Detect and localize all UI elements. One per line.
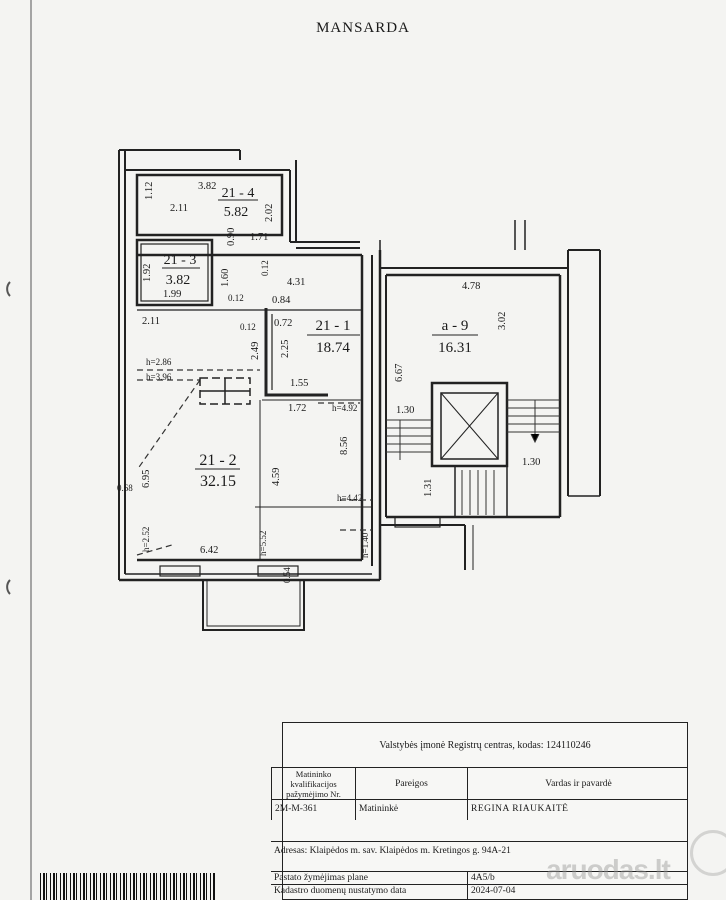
barcode [40, 873, 215, 900]
mark-value: 4A5/b [471, 873, 495, 883]
room-21-1-area: 18.74 [316, 340, 350, 356]
date-row: Kadastro duomenų nustatymo data 2024-07-… [271, 884, 687, 899]
dim-label: 6.67 [394, 364, 405, 382]
plan-title: MANSARDA [316, 20, 410, 36]
dim-label: 1.30 [396, 405, 414, 416]
room-a-9-area: 16.31 [438, 340, 472, 356]
company-line: Valstybės įmonė Registrų centras, kodas:… [379, 739, 591, 751]
dim-label: h=2.86 [146, 357, 172, 367]
stair-treads [386, 399, 560, 515]
dim-label: 3.82 [198, 181, 216, 192]
dim-label: 1.60 [220, 269, 231, 287]
dim-label: h=1.40 [360, 532, 370, 558]
dim-label: 0.12 [228, 293, 244, 303]
dim-label: 1.99 [163, 289, 181, 300]
date-value: 2024-07-04 [471, 886, 516, 896]
date-label: Kadastro duomenų nustatymo data [274, 886, 407, 896]
dim-label: 0.90 [226, 228, 237, 246]
name-header: Vardas ir pavardė [545, 779, 612, 789]
dim-label: 1.31 [423, 479, 434, 497]
dim-label: 6.95 [141, 470, 152, 488]
dim-label: 1.71 [250, 232, 268, 243]
mark-label: Pastato žymėjimas plane [274, 873, 368, 883]
header-row: Matininko kvalifikacijos pažymėjimo Nr. … [271, 767, 687, 800]
room-21-4-code: 21 - 4 [222, 186, 255, 201]
binder-hole [6, 281, 11, 297]
dim-label: 0.84 [272, 295, 291, 306]
dim-label: 6.42 [200, 545, 218, 556]
dim-label: h=3.96 [146, 372, 172, 382]
dim-label: 1.72 [288, 403, 306, 414]
room-21-4-area: 5.82 [224, 205, 249, 220]
dim-label: 2.02 [264, 204, 275, 222]
dim-label: h=4.92 [332, 403, 357, 413]
dim-label: 8.56 [339, 437, 350, 455]
dim-label: 0.72 [274, 318, 292, 329]
dim-label: 2.11 [142, 316, 160, 327]
watermark: aruodas.lt [546, 854, 671, 885]
dim-label: 1.92 [142, 264, 153, 282]
room-labels: 21 - 4 5.82 21 - 3 3.82 21 - 1 18.74 21 … [162, 186, 478, 490]
dim-label: 2.11 [170, 203, 188, 214]
address-row: Adresas: Klaipėdos m. sav. Klaipėdos m. … [271, 841, 687, 864]
title-block: Valstybės įmonė Registrų centras, kodas:… [271, 722, 688, 900]
slope-lines [136, 369, 372, 556]
dim-label: h=5.52 [258, 531, 268, 556]
dim-label: 1.12 [144, 182, 155, 200]
binder-hole [6, 579, 11, 595]
dim-label: 3.02 [497, 312, 508, 330]
dim-label: 4.31 [287, 277, 305, 288]
dimension-labels: 3.82 1.12 2.11 2.02 0.90 1.71 1.92 1.60 … [117, 181, 540, 583]
skylight-icon [199, 377, 251, 405]
room-21-3-area: 3.82 [166, 273, 191, 288]
dim-label: 1.55 [290, 378, 308, 389]
dim-label: 4.59 [271, 468, 282, 486]
room-21-3-code: 21 - 3 [164, 253, 197, 268]
dim-label: 2.25 [280, 340, 291, 358]
watermark-logo-icon [690, 830, 726, 876]
position-header: Pareigos [395, 779, 428, 789]
position-value: Matininkė [359, 804, 399, 814]
dim-label: 1.30 [522, 457, 540, 468]
address-line: Adresas: Klaipėdos m. sav. Klaipėdos m. … [274, 846, 511, 856]
dim-label: 4.78 [462, 281, 480, 292]
dim-label: 0.12 [260, 260, 270, 276]
cert-number: 2M-M-361 [275, 804, 318, 814]
dim-label: 0.12 [240, 322, 256, 332]
surveyor-row: 2M-M-361 Matininkė REGINA RIAUKAITĖ [271, 799, 687, 820]
dim-label: 2.49 [250, 342, 261, 360]
dim-label: 0.68 [117, 483, 133, 493]
dim-label: h=4.42 [337, 493, 362, 503]
room-21-2-area: 32.15 [200, 473, 236, 490]
dim-label: h=2.52 [141, 527, 151, 552]
dim-label: 0.54 [282, 567, 292, 583]
mark-row: Pastato žymėjimas plane 4A5/b [271, 871, 687, 884]
walls [118, 149, 601, 631]
room-21-2-code: 21 - 2 [199, 452, 236, 469]
cert-header: Matininko kvalifikacijos pažymėjimo Nr. [286, 769, 341, 799]
room-a-9-code: a - 9 [442, 318, 469, 334]
name-value: REGINA RIAUKAITĖ [471, 804, 569, 814]
room-21-1-code: 21 - 1 [316, 318, 351, 334]
